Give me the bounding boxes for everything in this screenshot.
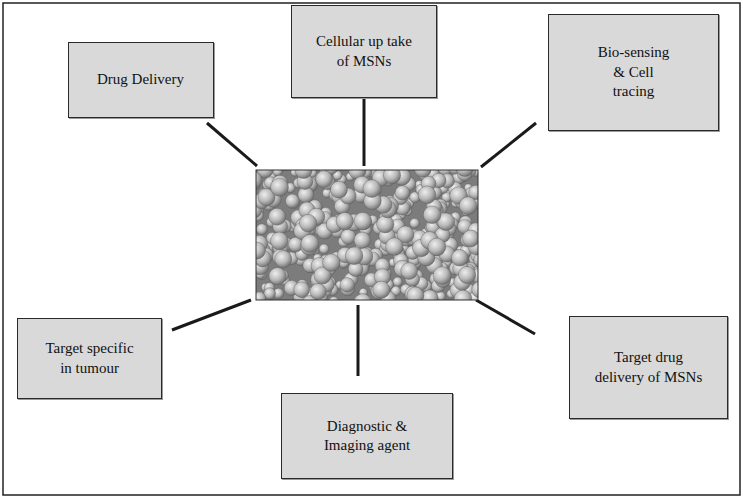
- box-text-group: Drug Delivery: [76, 70, 206, 90]
- nanoparticle: [454, 290, 472, 300]
- sem-border: [256, 170, 478, 300]
- nanoparticle: [354, 294, 372, 300]
- box-text-group: Target drug delivery of MSNs: [591, 348, 707, 387]
- nanoparticle: [433, 267, 451, 285]
- nanoparticle: [386, 238, 404, 256]
- process-box: Diagnostic & Imaging agent: [281, 393, 453, 479]
- outer-frame: [3, 3, 740, 495]
- nanoparticle: [456, 170, 474, 176]
- sem-image: [256, 170, 478, 300]
- box-text-group: Bio-sensing & Cell tracing: [595, 43, 673, 102]
- leader-line: [476, 300, 535, 334]
- nanoparticle: [341, 229, 356, 244]
- nanoparticle: [472, 282, 478, 298]
- nanoparticle: [345, 247, 363, 265]
- nanoparticle: [451, 250, 468, 267]
- nanoparticle: [269, 268, 286, 285]
- leader-line: [363, 99, 366, 166]
- nanoparticle: [285, 194, 299, 208]
- nanoparticle: [319, 244, 329, 254]
- leader-line: [207, 123, 257, 166]
- nanoparticle: [414, 170, 431, 177]
- nanoparticle: [354, 232, 370, 248]
- nanoparticle: [323, 254, 341, 272]
- nanoparticle: [383, 170, 400, 184]
- process-box: Target drug delivery of MSNs: [569, 316, 728, 419]
- box-label: Bio-sensing & Cell tracing: [595, 43, 673, 102]
- nanoparticle: [354, 212, 372, 230]
- process-box: Cellular up take of MSNs: [291, 5, 437, 98]
- nanoparticle: [256, 171, 262, 189]
- leader-line: [172, 300, 251, 330]
- nanoparticle: [462, 230, 478, 247]
- leader-line: [481, 123, 536, 167]
- nanoparticle: [301, 235, 319, 253]
- box-label: Target specific in tumour: [41, 339, 139, 378]
- nanoparticle: [294, 282, 310, 298]
- nanoparticle: [310, 283, 326, 299]
- nanoparticle: [410, 218, 420, 228]
- nanoparticle: [459, 197, 477, 215]
- nanoparticle: [269, 208, 286, 225]
- nanoparticle: [373, 281, 390, 298]
- process-box: Target specific in tumour: [17, 318, 162, 399]
- nanoparticle: [256, 292, 266, 300]
- sem-ground: [256, 170, 478, 300]
- nanoparticle: [393, 277, 402, 286]
- process-box: Drug Delivery: [68, 42, 214, 118]
- nanoparticle: [275, 251, 292, 268]
- box-label: Drug Delivery: [76, 70, 206, 90]
- nanoparticle: [340, 278, 355, 293]
- nanoparticle: [256, 242, 265, 259]
- process-box: Bio-sensing & Cell tracing: [548, 14, 719, 131]
- box-label: Target drug delivery of MSNs: [591, 348, 707, 387]
- nanoparticle: [270, 232, 288, 250]
- nanoparticle: [458, 266, 475, 283]
- box-label: Cellular up take of MSNs: [308, 32, 420, 71]
- nanoparticle: [363, 180, 381, 198]
- nanoparticle: [395, 185, 410, 200]
- nanoparticle: [336, 212, 353, 229]
- nanoparticle: [256, 224, 267, 235]
- nanoparticle: [330, 181, 347, 198]
- nanoparticle: [329, 297, 339, 300]
- box-text-group: Cellular up take of MSNs: [308, 32, 420, 71]
- nanoparticle: [401, 263, 418, 280]
- box-label: Diagnostic & Imaging agent: [311, 417, 423, 456]
- box-text-group: Diagnostic & Imaging agent: [311, 417, 423, 456]
- box-text-group: Target specific in tumour: [41, 339, 139, 378]
- leader-lines: [172, 99, 536, 376]
- nanoparticle: [428, 238, 446, 256]
- nanoparticle: [377, 216, 394, 233]
- leader-line: [357, 305, 360, 376]
- nanoparticle: [299, 214, 316, 231]
- nanoparticle: [271, 178, 289, 196]
- nanoparticle: [407, 287, 424, 300]
- nanoparticle: [316, 171, 333, 188]
- nanoparticle: [418, 186, 436, 204]
- nanoparticle: [295, 170, 313, 178]
- nanoparticle: [423, 206, 441, 224]
